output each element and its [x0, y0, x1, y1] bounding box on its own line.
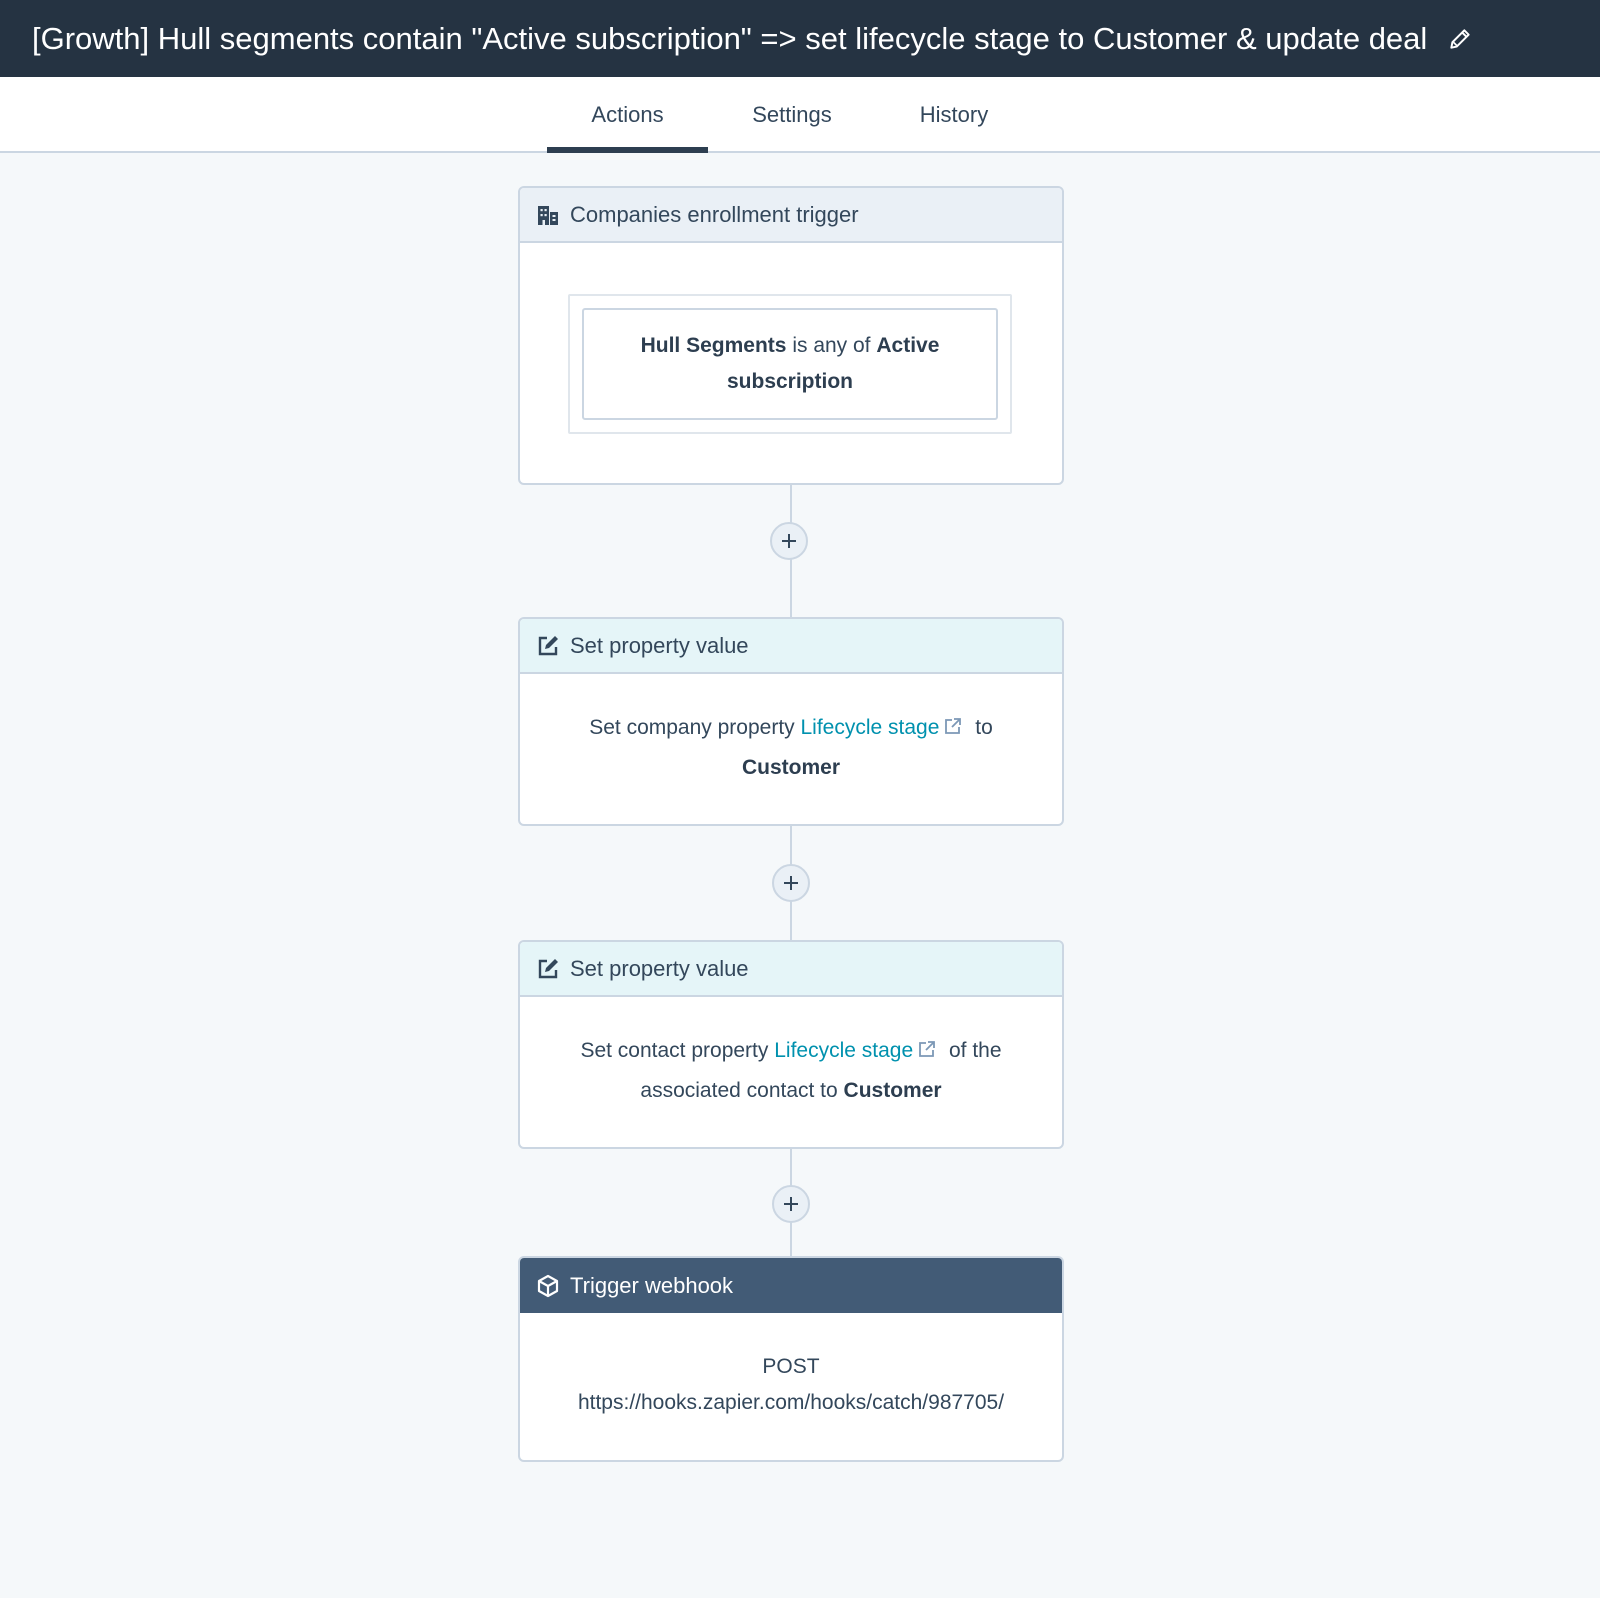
card-title: Set property value	[570, 955, 749, 981]
filter-property: Hull Segments	[640, 334, 787, 357]
external-link-icon[interactable]	[917, 1039, 937, 1059]
edit-square-icon	[536, 634, 560, 658]
card-title: Companies enrollment trigger	[570, 201, 859, 227]
tab-bar: Actions Settings History	[0, 77, 1600, 153]
action-description: Set contact property Lifecycle stage of …	[520, 997, 1062, 1111]
filter-operator: is any of	[792, 334, 871, 357]
enrollment-trigger-card[interactable]: Companies enrollment trigger Hull Segmen…	[518, 186, 1064, 485]
action-text: Set company property	[589, 716, 795, 739]
workflow-header: [Growth] Hull segments contain "Active s…	[0, 0, 1600, 77]
card-header: Trigger webhook	[520, 1258, 1062, 1313]
plus-icon	[784, 876, 798, 890]
property-link[interactable]: Lifecycle stage	[774, 1039, 914, 1062]
action-text: Set contact property	[580, 1039, 769, 1062]
add-action-button[interactable]	[770, 522, 808, 560]
tab-settings[interactable]: Settings	[730, 77, 854, 153]
add-action-button[interactable]	[772, 864, 810, 902]
plus-icon	[784, 1197, 798, 1211]
filter-condition[interactable]: Hull Segments is any of Active subscript…	[582, 308, 998, 420]
card-header: Set property value	[520, 942, 1062, 997]
workflow-title: [Growth] Hull segments contain "Active s…	[32, 20, 1428, 56]
set-property-action-card[interactable]: Set property value Set contact property …	[518, 940, 1064, 1149]
action-value: Customer	[843, 1079, 942, 1102]
card-title: Trigger webhook	[570, 1272, 734, 1298]
filter-group: Hull Segments is any of Active subscript…	[568, 294, 1012, 434]
webhook-url: https://hooks.zapier.com/hooks/catch/987…	[577, 1391, 1005, 1414]
card-header: Companies enrollment trigger	[520, 188, 1062, 243]
tab-history[interactable]: History	[898, 77, 1010, 153]
webhook-details: POST https://hooks.zapier.com/hooks/catc…	[520, 1313, 1062, 1421]
building-icon	[536, 203, 560, 227]
action-text: of the associated contact to	[640, 1039, 1002, 1102]
external-link-icon[interactable]	[943, 716, 963, 736]
action-description: Set company property Lifecycle stage to …	[520, 674, 1062, 788]
plus-icon	[782, 534, 796, 548]
cube-icon	[536, 1274, 560, 1298]
trigger-webhook-card[interactable]: Trigger webhook POST https://hooks.zapie…	[518, 1256, 1064, 1462]
tab-label: Settings	[752, 102, 832, 127]
action-value: Customer	[741, 756, 841, 779]
tab-label: Actions	[591, 102, 664, 127]
card-header: Set property value	[520, 619, 1062, 674]
set-property-action-card[interactable]: Set property value Set company property …	[518, 617, 1064, 826]
filter-value: Active subscription	[726, 334, 940, 393]
property-link[interactable]: Lifecycle stage	[800, 716, 940, 739]
webhook-method: POST	[762, 1355, 820, 1378]
add-action-button[interactable]	[772, 1185, 810, 1223]
action-text: to	[975, 716, 993, 739]
edit-square-icon	[536, 957, 560, 981]
pencil-icon[interactable]	[1447, 26, 1473, 52]
tab-actions[interactable]: Actions	[547, 77, 708, 153]
tab-label: History	[919, 102, 989, 127]
card-title: Set property value	[570, 632, 749, 658]
